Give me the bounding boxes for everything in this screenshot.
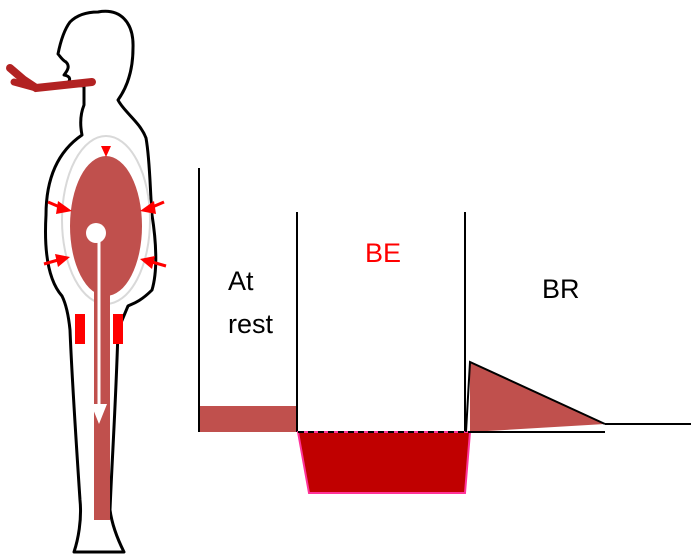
label-at-rest-line2: rest xyxy=(228,309,274,339)
lung-node xyxy=(86,223,106,243)
at-rest-block xyxy=(200,406,296,432)
abdomen-bar-left xyxy=(75,314,85,344)
be-trapezoid xyxy=(298,432,470,493)
label-at-rest-line1: At xyxy=(228,266,254,296)
body-channel xyxy=(94,268,110,520)
abdomen-bar-right xyxy=(113,314,123,344)
label-be: BE xyxy=(365,238,401,268)
br-spike xyxy=(470,362,605,432)
label-br: BR xyxy=(542,274,580,304)
